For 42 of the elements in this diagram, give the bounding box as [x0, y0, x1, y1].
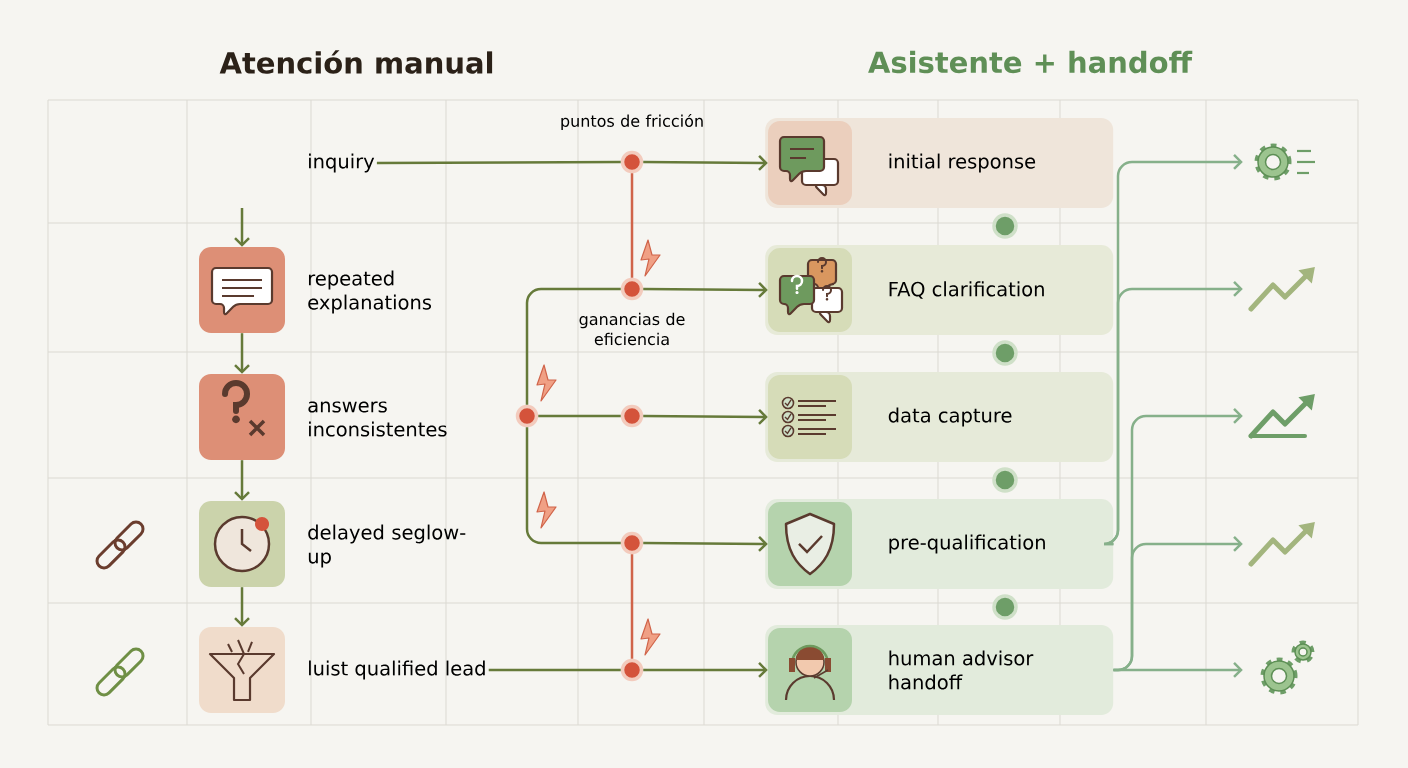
step-label: delayed seglow-up: [308, 524, 466, 568]
trend-chart-icon: [1248, 522, 1315, 567]
annotation-label: puntos de fricción: [561, 113, 703, 131]
checklist-tile: [768, 375, 852, 459]
junction-dot: [620, 531, 644, 555]
speech-bubble-tile: [199, 247, 285, 333]
question-mark-tile: [199, 374, 285, 460]
trend-chart-icon: [1248, 267, 1315, 312]
gear-icon: [1260, 640, 1315, 695]
arrow: [643, 282, 768, 298]
step-label: repeated explanations: [308, 270, 432, 314]
heading: Atención manual: [219, 50, 493, 74]
step-label: answers inconsistentes: [308, 401, 447, 437]
broken-funnel-tile: [199, 627, 285, 713]
headset-person-tile: [768, 628, 852, 712]
arrow: [234, 587, 250, 627]
question-bubbles-tile: [768, 248, 852, 332]
arrow: [643, 155, 768, 171]
step-dot: [992, 340, 1018, 366]
step-dot: [992, 213, 1018, 239]
junction-dot: [620, 404, 644, 428]
clock-tile: [199, 501, 285, 587]
arrow: [643, 409, 768, 425]
junction-dot: [515, 404, 539, 428]
shield-tile: [768, 502, 852, 586]
heading: Asistente + handoff: [868, 50, 1193, 74]
chat-bubbles-tile: [768, 121, 852, 205]
arrow: [643, 662, 768, 678]
arrow: [234, 460, 250, 501]
arrow: [234, 208, 250, 247]
trend-chart-icon: [1248, 394, 1315, 439]
step-dot: [992, 594, 1018, 620]
annotation-label: ganancias de eficiencia: [579, 312, 685, 346]
step-label: luist qualified lead: [309, 660, 485, 680]
junction-dot: [620, 658, 644, 682]
arrow: [1102, 281, 1243, 546]
arrow: [234, 333, 250, 374]
arrow: [643, 536, 768, 552]
step-dot: [992, 467, 1018, 493]
gear-icon: [1254, 143, 1315, 181]
arrow: [1113, 662, 1243, 678]
step-label: inquiry: [309, 153, 375, 173]
